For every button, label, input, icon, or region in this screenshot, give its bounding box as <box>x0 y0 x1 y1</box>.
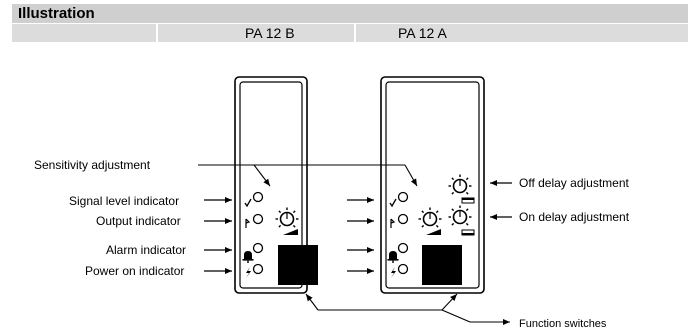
power-led <box>252 263 264 275</box>
alarm-led <box>252 242 264 254</box>
ramp-icon <box>283 229 298 235</box>
label-signal-level-indicator: Signal level indicator <box>69 194 180 208</box>
page-title: Illustration <box>18 5 95 22</box>
function-switch-block <box>278 245 318 285</box>
column-header-pa12b <box>158 24 354 42</box>
header-bar <box>12 4 688 23</box>
column-label-pa12b: PA 12 B <box>245 25 295 41</box>
signal-led <box>397 191 409 203</box>
label-power-on-indicator: Power on indicator <box>85 264 185 278</box>
middle-arrows <box>347 197 374 274</box>
function-switch-block <box>422 245 462 285</box>
alarm-led <box>397 242 409 254</box>
label-on-delay-adjustment: On delay adjustment <box>519 210 630 224</box>
left-arrows <box>204 197 232 274</box>
output-led <box>252 213 264 225</box>
power-led <box>397 263 409 275</box>
label-function-switches: Function switches <box>519 318 607 330</box>
ramp-icon <box>426 229 441 235</box>
column-label-pa12a: PA 12 A <box>398 25 447 41</box>
right-arrows <box>490 180 512 220</box>
label-sensitivity-adjustment: Sensitivity adjustment <box>34 158 151 172</box>
label-alarm-indicator: Alarm indicator <box>106 243 187 257</box>
sensitivity-leaders <box>198 164 418 187</box>
column-header-empty <box>12 24 156 42</box>
device-pa12b <box>234 76 318 294</box>
device-pa12a <box>380 76 485 294</box>
signal-led <box>252 191 264 203</box>
function-switch-leaders <box>305 293 510 325</box>
column-header-pa12a <box>356 24 688 42</box>
output-led <box>397 213 409 225</box>
label-off-delay-adjustment: Off delay adjustment <box>519 176 629 190</box>
label-output-indicator: Output indicator <box>96 214 181 228</box>
